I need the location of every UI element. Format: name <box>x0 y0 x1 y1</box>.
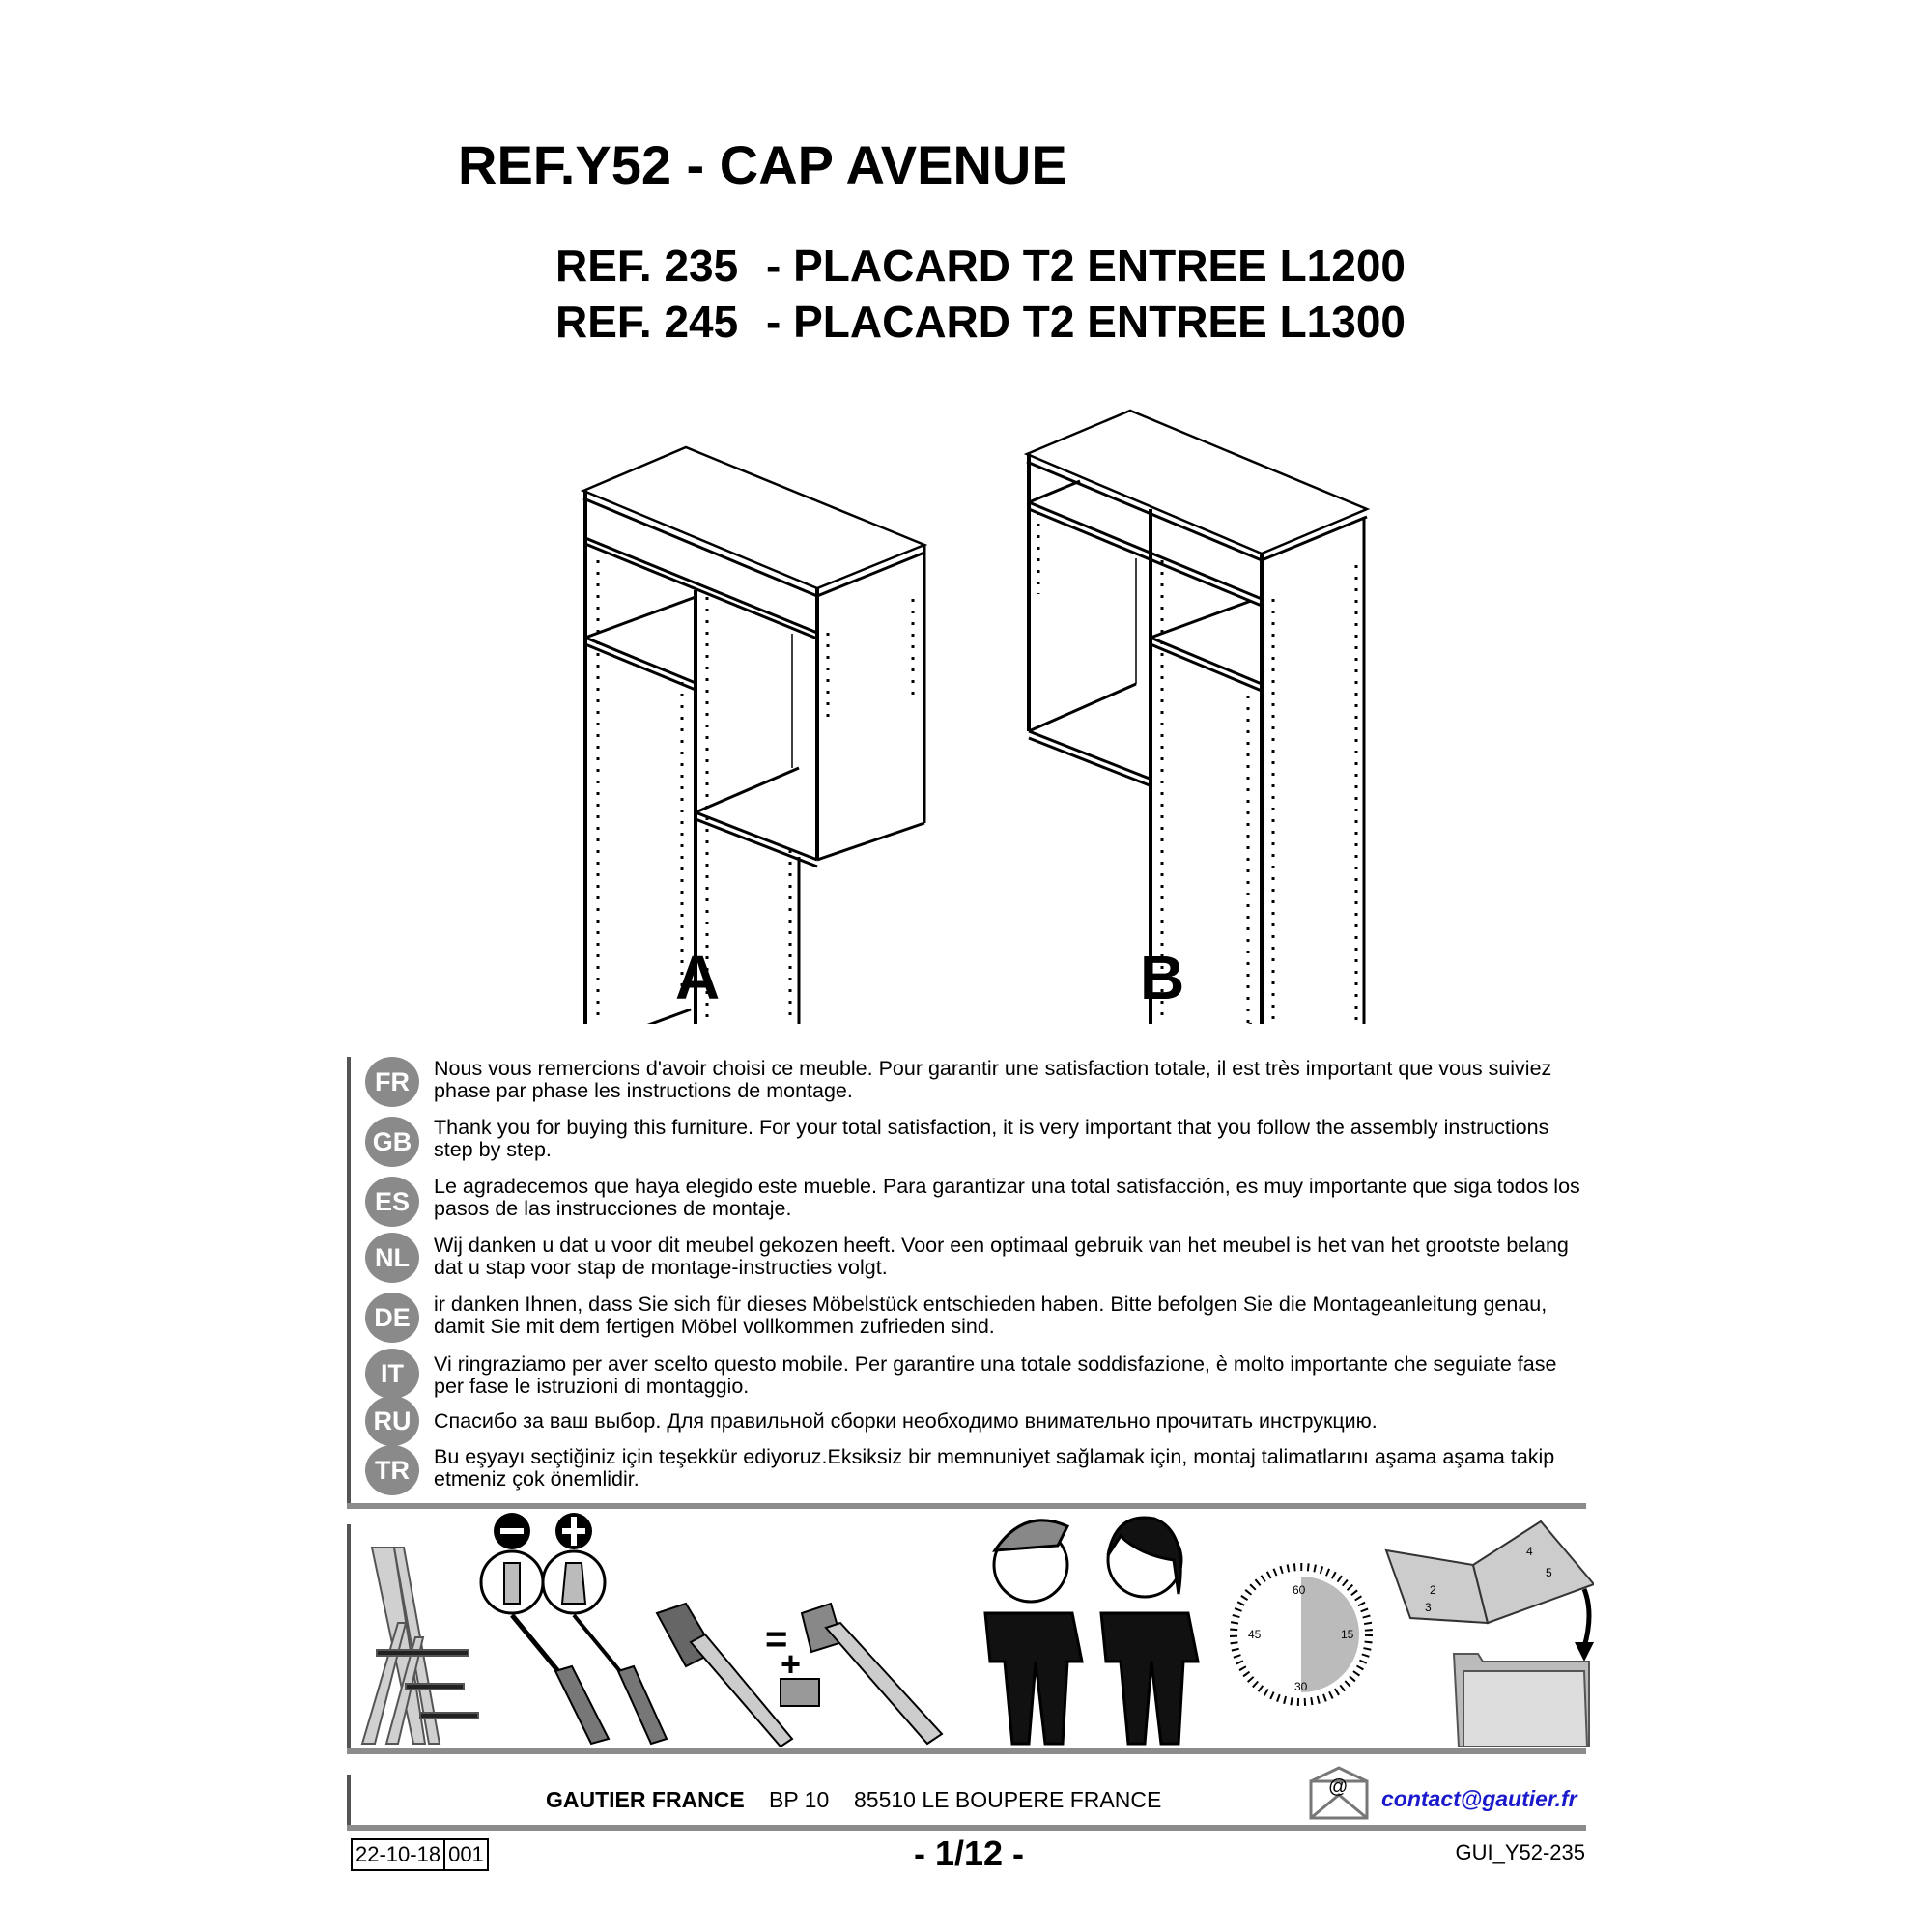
intro-text-fr: Nous vous remercions d'avoir choisi ce m… <box>434 1057 1552 1102</box>
footer-border <box>347 1775 351 1829</box>
book-page-5: 5 <box>1546 1566 1552 1579</box>
book-page-4: 4 <box>1526 1545 1533 1558</box>
lang-badge-gb: GB <box>365 1117 419 1167</box>
address: 85510 LE BOUPERE FRANCE <box>854 1787 1162 1812</box>
cabinet-a-drawing <box>580 445 928 1024</box>
section-divider <box>347 1503 1586 1509</box>
revision-number: 001 <box>443 1840 487 1869</box>
intro-text-nl: Wij danken u dat u voor dit meubel gekoz… <box>434 1234 1569 1279</box>
intro-text-ru: Спасибо за ваш выбор. Для правильной сбо… <box>434 1409 1378 1433</box>
timer-icon: 60 15 30 45 <box>1230 1563 1373 1706</box>
tools-divider <box>347 1748 1586 1754</box>
configuration-label-b: B <box>1140 943 1185 1012</box>
timer-label-60: 60 <box>1293 1583 1306 1597</box>
lang-badge-de: DE <box>365 1293 419 1343</box>
book-page-2: 2 <box>1430 1583 1436 1597</box>
folder-icon <box>1452 1653 1590 1747</box>
intro-text-de: ir danken Ihnen, dass Sie sich für diese… <box>434 1293 1548 1338</box>
hammer-icon <box>780 1602 944 1746</box>
lang-badge-fr: FR <box>365 1057 419 1107</box>
book-page-3: 3 <box>1425 1601 1432 1614</box>
intro-text-it: Vi ringraziamo per aver scelto questo mo… <box>434 1352 1557 1398</box>
plus-sign: + <box>781 1644 801 1684</box>
cabinet-b-drawing <box>1023 409 1371 1024</box>
flat-screwdriver-icon <box>479 1513 611 1746</box>
model-line-235: REF. 235 - PLACARD T2 ENTREE L1200 <box>555 240 1406 292</box>
intro-text-es: Le agradecemos que haya elegido este mue… <box>434 1175 1580 1220</box>
intro-text-tr: Bu eşyayı seçtiğiniz için teşekkür ediyo… <box>434 1445 1555 1491</box>
ladder-icon <box>360 1547 479 1745</box>
model-ref: REF. 235 <box>555 241 739 291</box>
timer-label-15: 15 <box>1341 1628 1354 1641</box>
footer-divider <box>347 1825 1586 1831</box>
po-box: BP 10 <box>769 1787 830 1812</box>
cabinet-drawings <box>580 409 1371 1024</box>
timer-label-30: 30 <box>1294 1680 1308 1693</box>
phillips-screwdriver-icon <box>541 1513 668 1746</box>
document-title: REF.Y52 - CAP AVENUE <box>458 134 1067 195</box>
lang-badge-es: ES <box>365 1177 419 1227</box>
at-symbol: @ <box>1328 1776 1348 1798</box>
model-name: - PLACARD T2 ENTREE L1300 <box>766 297 1406 347</box>
tools-border <box>347 1524 351 1752</box>
document-reference: GUI_Y52-235 <box>1455 1840 1585 1864</box>
revision-box: 22-10-18 001 <box>351 1838 489 1871</box>
lang-badge-ru: RU <box>365 1396 419 1446</box>
two-people-icon <box>983 1516 1200 1746</box>
model-name: - PLACARD T2 ENTREE L1200 <box>766 241 1406 291</box>
lang-badge-tr: TR <box>365 1445 419 1495</box>
lang-badge-it: IT <box>365 1349 419 1399</box>
intro-text-gb: Thank you for buying this furniture. For… <box>434 1116 1549 1161</box>
intro-border <box>347 1057 351 1508</box>
tools-strip: = + 60 15 30 45 2 3 4 5 <box>360 1513 1594 1748</box>
mallet-icon <box>655 1602 794 1748</box>
lang-badge-nl: NL <box>365 1233 419 1283</box>
model-line-245: REF. 245 - PLACARD T2 ENTREE L1300 <box>555 296 1406 348</box>
configuration-label-a: A <box>675 943 721 1012</box>
arrow-icon <box>1581 1588 1592 1648</box>
page-number: - 1/12 - <box>913 1833 1025 1873</box>
revision-date: 22-10-18 <box>355 1842 441 1866</box>
envelope-icon: @ <box>1309 1766 1369 1820</box>
contact-email-link[interactable]: contact@gautier.fr <box>1381 1786 1577 1811</box>
equals-sign: = <box>765 1618 787 1661</box>
manual-book-icon: 2 3 4 5 <box>1384 1520 1594 1625</box>
company-name: GAUTIER FRANCE <box>546 1787 745 1812</box>
timer-label-45: 45 <box>1248 1628 1262 1641</box>
model-ref: REF. 245 <box>555 297 739 347</box>
